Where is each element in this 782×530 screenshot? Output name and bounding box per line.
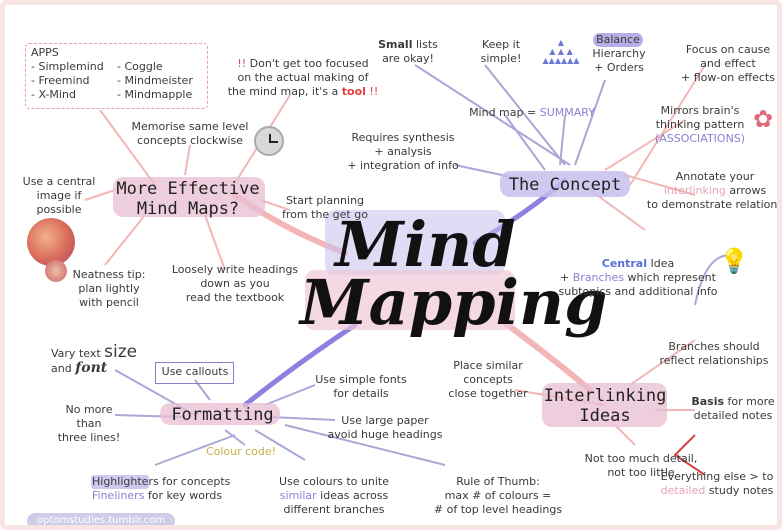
category-interlinking: Interlinking Ideas	[543, 386, 667, 426]
note-central-idea: Central Idea+ Branches which represent s…	[558, 257, 718, 298]
concept-highlight	[500, 171, 630, 197]
title-mapping: Mapping	[300, 266, 608, 339]
title-mind: Mind	[335, 208, 516, 281]
note-colour-code: Colour code!	[205, 445, 277, 458]
note-no-more: No more than three lines!	[57, 403, 121, 444]
tool-word: tool	[341, 85, 366, 98]
category-effective: More Effective Mind Maps?	[116, 179, 260, 219]
clock-icon	[254, 126, 284, 156]
balance-label: Balance	[596, 33, 640, 46]
title-highlight-top	[325, 210, 505, 275]
note-not-too-much: Not too much detail, not too little	[584, 452, 698, 479]
brain-icon: ✿	[753, 105, 774, 133]
hierarchy-pyramid-icon: ▲▲ ▲ ▲▲▲▲▲▲▲	[542, 38, 580, 65]
note-hierarchy: Hierarchy + Orders	[592, 47, 646, 74]
note-use-callouts: Use callouts	[161, 365, 229, 378]
apps-box	[25, 43, 208, 109]
apps-list-2: - Coggle - Mindmeister - Mindmapple	[117, 60, 193, 101]
note-summary: Mind map = SUMMARY	[469, 106, 595, 119]
note-neatness: Neatness tip: plan lightly with pencil	[72, 268, 146, 309]
note-small-lists: Small lists are okay!	[378, 38, 438, 65]
note-synthesis: Requires synthesis + analysis + integrat…	[347, 131, 459, 172]
note-associations: (ASSOCIATIONS)	[654, 132, 746, 145]
cell-image	[27, 218, 75, 266]
apps-heading: APPS	[31, 46, 59, 59]
footer-credit[interactable]: optomstudies.tumblr.com	[27, 513, 175, 525]
note-start-planning: Start planning from the get go	[282, 194, 368, 221]
note-simple-fonts: Use simple fonts for details	[315, 373, 407, 400]
note-place-similar: Place similar concepts close together	[448, 359, 528, 400]
lightbulb-icon: 💡	[719, 247, 749, 275]
note-keep-simple: Keep it simple!	[480, 38, 522, 65]
note-branches-should: Branches should reflect relationships	[659, 340, 769, 367]
apps-list-1: - Simplemind - Freemind - X-Mind	[31, 60, 104, 101]
balance-badge	[593, 33, 643, 47]
note-memorise: Memorise same level concepts clockwise	[131, 120, 249, 147]
note-mirrors: Mirrors brain's thinking pattern	[655, 104, 745, 131]
note-loosely: Loosely write headings down as you read …	[171, 263, 299, 304]
category-formatting: Formatting	[171, 405, 274, 425]
highlighters-swatch	[91, 475, 149, 489]
warning-mark: !!	[237, 57, 247, 70]
effective-highlight	[113, 177, 265, 217]
note-dont-focus: !! Don't get too focused on the actual m…	[227, 57, 379, 98]
callout-box	[155, 362, 234, 384]
note-basis: Basis for more detailed notes	[691, 395, 775, 422]
note-cause-effect: Focus on cause and effect + flow-on effe…	[681, 43, 775, 84]
note-large-paper: Use large paper avoid huge headings	[327, 414, 443, 441]
title-highlight-bottom	[305, 270, 515, 330]
cell-image-small	[45, 260, 67, 282]
interlinking-highlight	[542, 383, 667, 427]
note-rule-of-thumb: Rule of Thumb: max # of colours = # of t…	[433, 475, 563, 516]
category-concept: The Concept	[508, 175, 622, 195]
note-central-image: Use a central image if possible	[22, 175, 96, 216]
formatting-highlight	[160, 403, 280, 425]
